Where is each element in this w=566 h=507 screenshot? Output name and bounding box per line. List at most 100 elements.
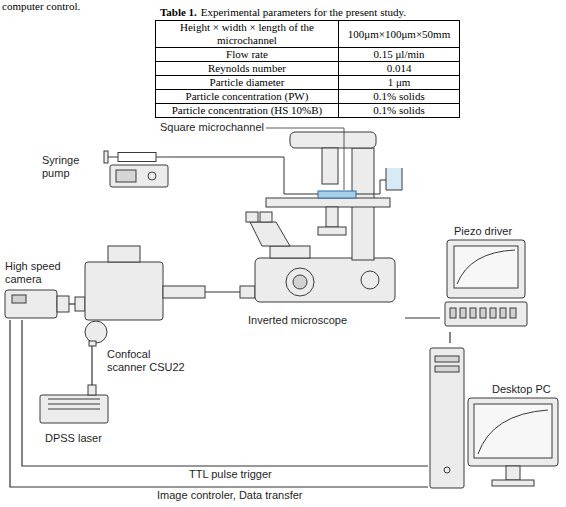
table-row: Particle concentration (PW)0.1% solids <box>156 90 460 104</box>
table-row: Flow rate0.15 μl/min <box>156 48 460 62</box>
inverted-microscope-drawing <box>270 246 310 258</box>
confocal-scanner-drawing <box>75 246 205 346</box>
laser-drawing <box>40 385 108 423</box>
cable-line <box>91 346 92 385</box>
table-row: Height × width × length of the microchan… <box>156 21 460 48</box>
equipment-box: Syringe pump <box>38 148 173 190</box>
desktop-pc-drawing <box>474 404 552 458</box>
cable-line <box>205 291 240 292</box>
equipment-box: High speed camera <box>3 258 69 320</box>
inverted-microscope-drawing <box>246 212 258 222</box>
cable-line <box>69 303 75 304</box>
inverted-microscope-drawing <box>260 212 272 222</box>
equipment-label: Syringe pump <box>42 154 87 180</box>
camera-drawing <box>5 290 57 318</box>
table-cell: Reynolds number <box>156 62 339 76</box>
inverted-microscope-drawing <box>240 157 318 194</box>
table-cell: 0.1% solids <box>339 90 460 104</box>
inverted-microscope-drawing <box>240 286 255 298</box>
inverted-microscope-drawing <box>255 258 395 302</box>
cable-label: TTL pulse trigger <box>187 468 274 481</box>
piezo-driver-drawing <box>445 302 527 326</box>
table-cell: 100μm×100μm×50mm <box>339 21 460 48</box>
cable-line <box>173 156 240 157</box>
syringe-pump-drawing <box>116 170 136 182</box>
equipment-box: Square microchannel <box>160 121 266 135</box>
piezo-driver-drawing <box>454 246 518 288</box>
piezo-driver-drawing <box>490 308 496 318</box>
equipment-box: Inverted microscope <box>240 126 405 330</box>
inverted-microscope-drawing <box>356 180 388 194</box>
table-title-text: Experimental parameters for the present … <box>201 6 406 18</box>
desktop-pc-drawing <box>478 410 548 454</box>
equipment-label: Inverted microscope <box>248 314 347 327</box>
camera-drawing <box>57 296 69 312</box>
note-text: computer control. <box>2 0 80 13</box>
desktop-pc-drawing <box>444 467 450 473</box>
equipment-box: Desktop PC <box>428 343 558 495</box>
table-cell: 1 μm <box>339 76 460 90</box>
table-cell: Particle diameter <box>156 76 339 90</box>
inverted-microscope-drawing <box>293 275 307 289</box>
table-cell: Particle concentration (HS 10%B) <box>156 104 339 118</box>
cable-line <box>405 317 440 318</box>
piezo-driver-drawing <box>460 308 466 318</box>
syringe-pump-drawing <box>118 153 156 162</box>
equipment-label: Desktop PC <box>492 383 551 396</box>
piezo-driver-drawing <box>447 240 525 298</box>
table-row: Particle concentration (HS 10%B)0.1% sol… <box>156 104 460 118</box>
table-cell: Particle concentration (PW) <box>156 90 339 104</box>
inverted-microscope-drawing <box>286 268 314 296</box>
table-cell: 0.15 μl/min <box>339 48 460 62</box>
equipment-box: Piezo driver <box>440 222 530 332</box>
syringe-pump-drawing <box>156 157 173 158</box>
confocal-scanner-drawing <box>108 246 140 262</box>
laser-drawing <box>88 385 96 395</box>
inverted-microscope-drawing <box>266 198 390 207</box>
table-cell: 0.014 <box>339 62 460 76</box>
desktop-pc-drawing <box>492 480 534 486</box>
piezo-driver-drawing <box>445 240 527 326</box>
inverted-microscope-drawing <box>322 148 338 184</box>
confocal-scanner-drawing <box>89 341 96 346</box>
laser-drawing <box>40 395 108 423</box>
piezo-driver-drawing <box>480 308 486 318</box>
cable-line <box>449 332 450 343</box>
syringe-pump-drawing <box>104 151 108 163</box>
equipment-label: Piezo driver <box>454 225 512 238</box>
laser-drawing <box>48 399 100 409</box>
desktop-pc-drawing <box>435 366 459 372</box>
piezo-driver-drawing <box>450 308 456 318</box>
syringe-pump-drawing <box>108 157 118 158</box>
confocal-scanner-drawing <box>163 286 205 298</box>
cable-label: Image controler, Data transfer <box>155 489 305 502</box>
parameter-table-body: Height × width × length of the microchan… <box>156 21 460 118</box>
parameter-table: Height × width × length of the microchan… <box>155 20 460 118</box>
equipment-box: Confocal scanner CSU22 <box>75 240 205 346</box>
desktop-pc-drawing <box>430 348 464 488</box>
table-number: Table 1. <box>160 6 197 18</box>
camera-drawing <box>12 295 26 303</box>
table-row: Reynolds number0.014 <box>156 62 460 76</box>
piezo-driver-drawing <box>457 250 515 284</box>
piezo-driver-drawing <box>500 308 506 318</box>
piezo-driver-drawing <box>470 308 476 318</box>
inverted-microscope-drawing <box>250 222 290 246</box>
confocal-scanner-drawing <box>85 321 107 343</box>
table-cell: 0.1% solids <box>339 104 460 118</box>
syringe-pump-drawing <box>110 165 168 187</box>
inverted-microscope-drawing <box>386 168 402 190</box>
piezo-driver-drawing <box>510 308 516 318</box>
equipment-label: Square microchannel <box>160 121 264 134</box>
table-cell: Flow rate <box>156 48 339 62</box>
table-row: Particle diameter1 μm <box>156 76 460 90</box>
confocal-scanner-drawing <box>75 297 85 311</box>
inverted-microscope-drawing <box>290 132 376 148</box>
equipment-label: High speed camera <box>5 260 65 286</box>
inverted-microscope-drawing <box>266 128 344 190</box>
syringe-pump-drawing <box>104 151 173 187</box>
inverted-microscope-drawing <box>318 191 356 198</box>
cable-line <box>22 320 428 466</box>
equipment-label: Confocal scanner CSU22 <box>107 348 187 374</box>
desktop-pc-drawing <box>430 348 558 488</box>
